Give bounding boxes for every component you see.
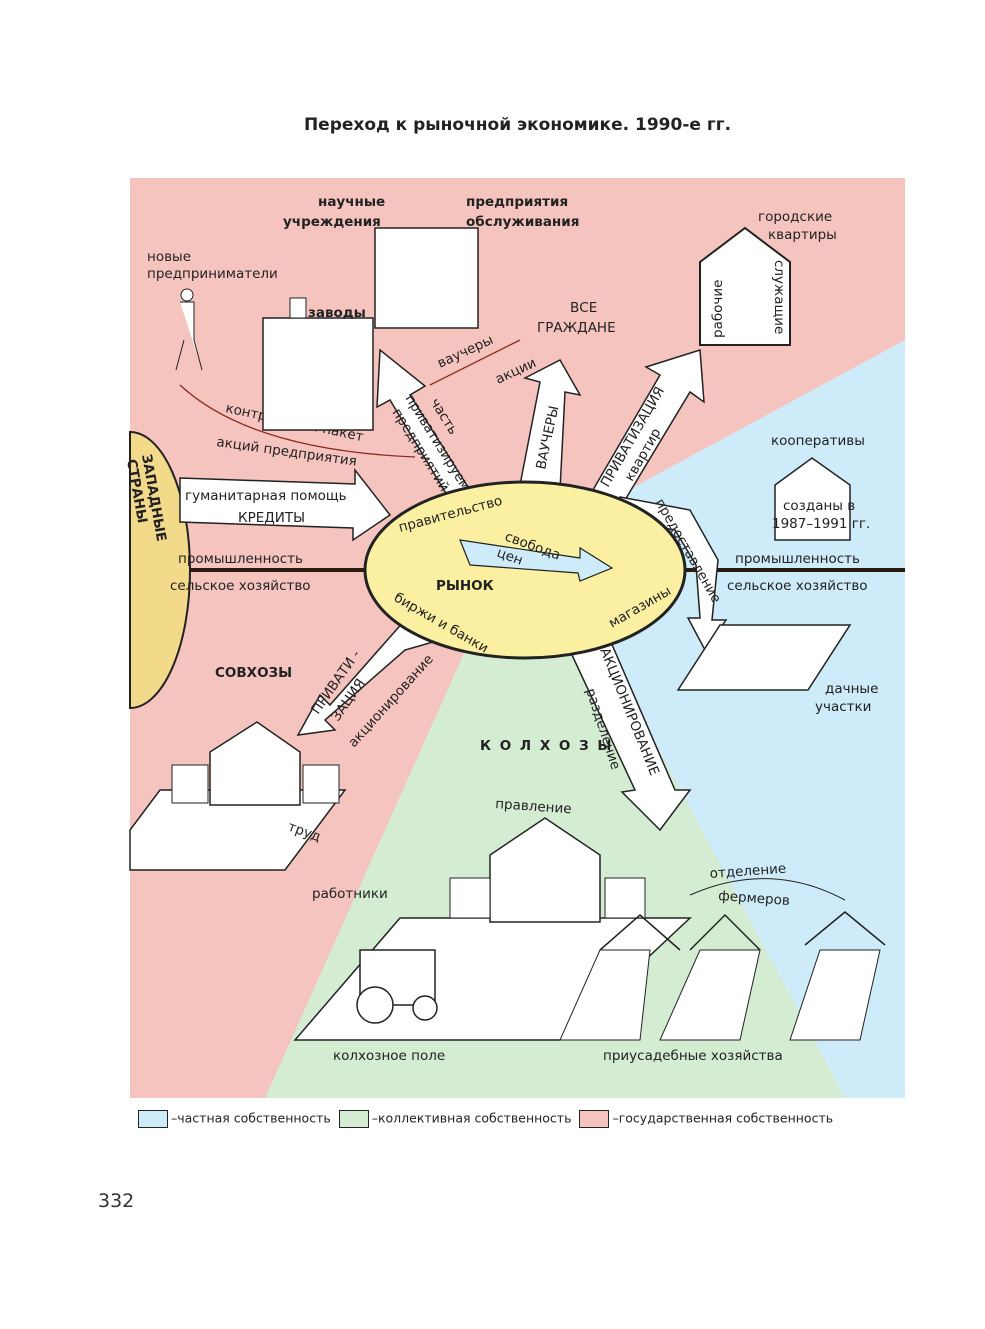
apartments-label-1-text: квартиры (768, 227, 837, 243)
east-line_bottom-text: сельское хозяйство (727, 578, 868, 594)
apartments-house (699, 226, 791, 346)
center-label-text: РЫНОК (436, 578, 494, 594)
west-line_bottom-text: сельское хозяйство (170, 578, 311, 594)
sovkhoz-house (209, 721, 301, 806)
cow-icon (604, 877, 646, 919)
legend-swatch (138, 1110, 168, 1128)
coops-label-text: кооперативы (771, 433, 865, 449)
apartments-arrow (588, 349, 705, 501)
entrepreneur-figure-head (180, 288, 194, 302)
top_left-institutions-1-text: учреждения (283, 214, 381, 230)
legend-0-text: –частная собственность (171, 1110, 331, 1126)
household-plot (659, 949, 761, 1041)
legend-2-text: –государственная собственность (612, 1110, 834, 1126)
top_left-factories-text: заводы (308, 305, 366, 321)
market-ellipse (363, 480, 687, 660)
enterprises-arrow (376, 348, 470, 502)
legend-collective: –коллективная собственность (338, 1110, 572, 1128)
factory-image (262, 317, 374, 431)
kolkhoz-farmers-0-text: отделение (709, 861, 787, 882)
sovkhoz-arrow (296, 619, 442, 736)
tractor-wheel-icon (356, 986, 394, 1024)
legend-private: –частная собственность (138, 1110, 331, 1128)
coops-note-1-text: 1987–1991 гг. (772, 516, 870, 532)
legend: –частная собственность –коллективная соб… (138, 1110, 833, 1128)
legend-1-text: –коллективная собственность (371, 1110, 572, 1126)
coops-house (774, 457, 851, 541)
citizens-label-1-text: ГРАЖДАНЕ (537, 320, 616, 336)
legend-swatch (579, 1110, 610, 1128)
price-freedom-arrow (459, 539, 614, 582)
top_left-entrepreneurs-1-text: предприниматели (147, 266, 278, 282)
top_left-services-0-text: предприятия (466, 194, 568, 210)
dachas-label-1-text: участки (815, 699, 871, 715)
western-countries (129, 430, 191, 710)
institutions-image (374, 227, 479, 329)
farmers-arrow (689, 878, 846, 901)
farmer-plot (789, 949, 881, 1041)
apartments-label-0-text: городские (758, 209, 832, 225)
west-arrow-0-text: гуманитарная помощь (185, 488, 347, 504)
dachas-label-0-text: дачные (825, 681, 878, 697)
top_left-services-1-text: обслуживания (466, 214, 579, 230)
kolkhoz-farmers-1-text: фермеров (718, 888, 791, 909)
control-arrow (179, 384, 416, 458)
coops-note-0-text: созданы в (783, 498, 855, 514)
credits-arrow (179, 467, 392, 542)
household-plot (559, 949, 651, 1041)
apartments-workers-text: рабочие (710, 280, 726, 338)
wheat-icon (171, 764, 209, 804)
kolkhoz-board-text: правление (495, 796, 572, 817)
entrepreneur-figure (175, 301, 203, 371)
page-title: Переход к рыночной экономике. 1990-е гг. (303, 115, 732, 135)
wheat-icon (449, 877, 491, 919)
kolkhoz-label-text: К О Л Х О З Ы (480, 738, 613, 754)
sovkhoz-label-text: СОВХОЗЫ (215, 665, 292, 681)
page-number: 332 (98, 1190, 135, 1212)
vouchers-arrow (519, 359, 582, 491)
west-arrow-1-text: КРЕДИТЫ (238, 510, 305, 526)
kolkhoz-field-text: колхозное поле (333, 1048, 445, 1064)
factory-chimney (289, 297, 307, 319)
cow-icon (302, 764, 340, 804)
legend-state: –государственная собственность (579, 1110, 833, 1128)
dacha-plot (676, 624, 852, 691)
east-line_top-text: промышленность (735, 551, 860, 567)
sovkhoz-workers-text: работники (312, 886, 388, 902)
tractor-wheel-icon (412, 995, 438, 1021)
top_left-entrepreneurs-0-text: новые (147, 249, 191, 265)
house-roofs (599, 911, 886, 951)
top_left-institutions-0-text: научные (318, 194, 385, 210)
kolkhoz-household-text: приусадебные хозяйства (603, 1048, 783, 1064)
west-line_top-text: промышленность (178, 551, 303, 567)
apartments-employees-text: служащие (771, 260, 787, 334)
kolkhoz-arrow (563, 639, 692, 832)
legend-swatch (338, 1110, 369, 1128)
citizens-label-0-text: ВСЕ (570, 300, 597, 316)
exchange-arrow (429, 339, 521, 386)
